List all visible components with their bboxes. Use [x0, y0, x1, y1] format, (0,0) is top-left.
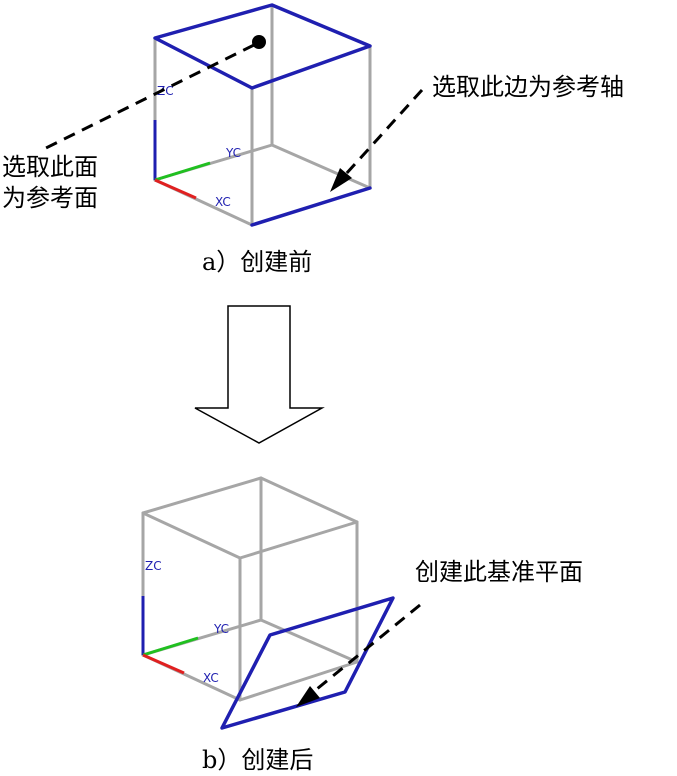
y-axis — [154, 161, 211, 182]
plane-annotation: 创建此基准平面 — [415, 558, 583, 586]
cube-edge — [259, 476, 359, 524]
selected-reference-edge — [250, 186, 372, 227]
pick-point-marker — [252, 35, 266, 49]
cube-edge — [259, 618, 359, 664]
zc-label: ZC — [145, 559, 162, 573]
xc-label: XC — [203, 671, 219, 685]
face-annotation-line2: 为参考面 — [2, 184, 98, 212]
y-axis — [142, 636, 199, 657]
face-annotation-line1: 选取此面 — [2, 153, 98, 181]
face-leader-line — [41, 43, 255, 152]
cube-before: ZC YC XC — [153, 3, 372, 227]
selected-top-face — [153, 3, 372, 90]
cube-edge — [238, 520, 359, 560]
cube-edge — [270, 143, 372, 190]
yc-label: YC — [225, 146, 241, 160]
created-datum-plane — [220, 596, 395, 730]
x-axis — [142, 653, 185, 675]
edge-annotation: 选取此边为参考轴 — [432, 73, 624, 101]
edge-leader-line — [344, 88, 424, 176]
xc-label: XC — [215, 195, 231, 209]
edge-leader-arrowhead — [330, 168, 352, 192]
cube-edge — [141, 476, 263, 515]
x-axis — [154, 178, 197, 200]
plane-leader-arrowhead — [296, 686, 320, 707]
caption-after: b）创建后 — [202, 746, 313, 774]
plane-leader-line — [311, 603, 421, 695]
yc-label: YC — [213, 622, 229, 636]
zc-label: ZC — [157, 84, 174, 98]
cube-edge — [141, 511, 242, 560]
cube-edge — [238, 660, 359, 702]
cube-after: ZC YC XC — [141, 476, 395, 730]
process-arrow-icon — [194, 305, 325, 444]
caption-before: a）创建前 — [202, 248, 312, 276]
